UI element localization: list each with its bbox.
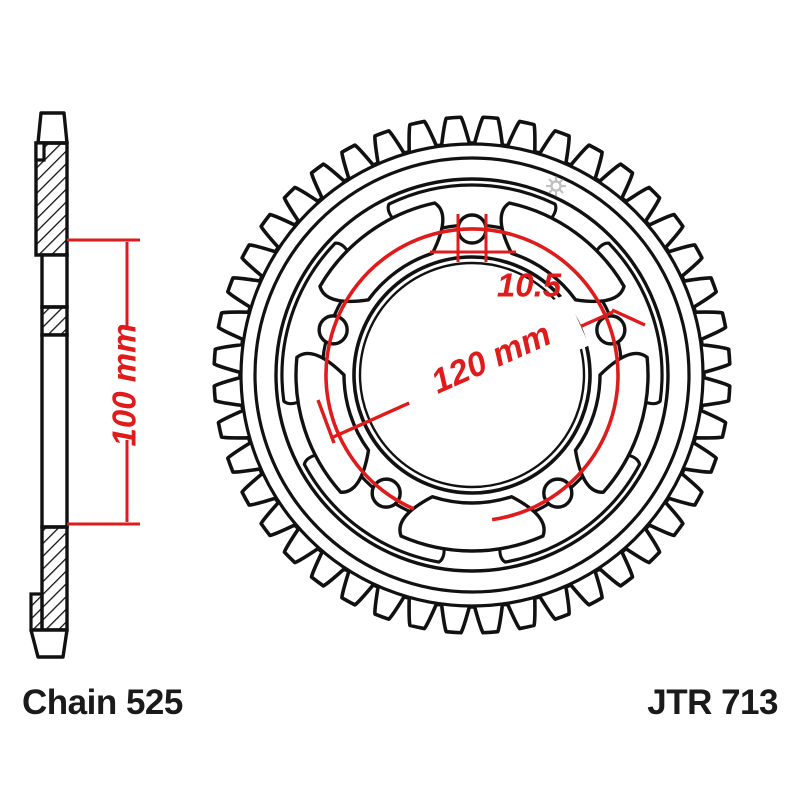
sprocket-rim-inner-circle <box>253 156 691 594</box>
chain-label: Chain 525 <box>22 683 183 722</box>
profile-lower-hatched-block <box>40 525 69 632</box>
bolt-hole-dimension: 10.5 <box>430 214 562 304</box>
spoke-window <box>398 495 546 553</box>
jt-logo-mark-icon <box>546 176 566 196</box>
part-number-label: JTR 713 <box>647 683 778 722</box>
profile-mid-plain-block <box>40 253 69 309</box>
profile-upper-step <box>34 141 46 162</box>
spoke-window <box>318 201 445 304</box>
profile-section-view <box>29 111 69 659</box>
bolt-hole-dimension-text: 10.5 <box>497 267 562 304</box>
pcd-tick-left <box>316 399 336 444</box>
profile-transition-hatched-block <box>40 305 69 337</box>
pcd-text-gap <box>394 294 590 422</box>
profile-thin-web <box>40 333 69 529</box>
profile-bottom-tooth <box>29 628 69 659</box>
profile-lower-step <box>29 592 44 632</box>
profile-top-tooth <box>36 111 69 145</box>
height-dimension-text: 100 mm <box>106 324 143 447</box>
pcd-tick-right <box>611 308 646 327</box>
bolt-circle-pcd-arc <box>324 227 620 523</box>
sprocket-web-outer-circle <box>274 177 670 573</box>
sprocket-root-circle <box>239 142 705 608</box>
spoke-window <box>499 201 626 304</box>
height-dimension: 100 mm <box>67 238 143 526</box>
sprocket-hub-bore-inner-line <box>358 261 586 489</box>
